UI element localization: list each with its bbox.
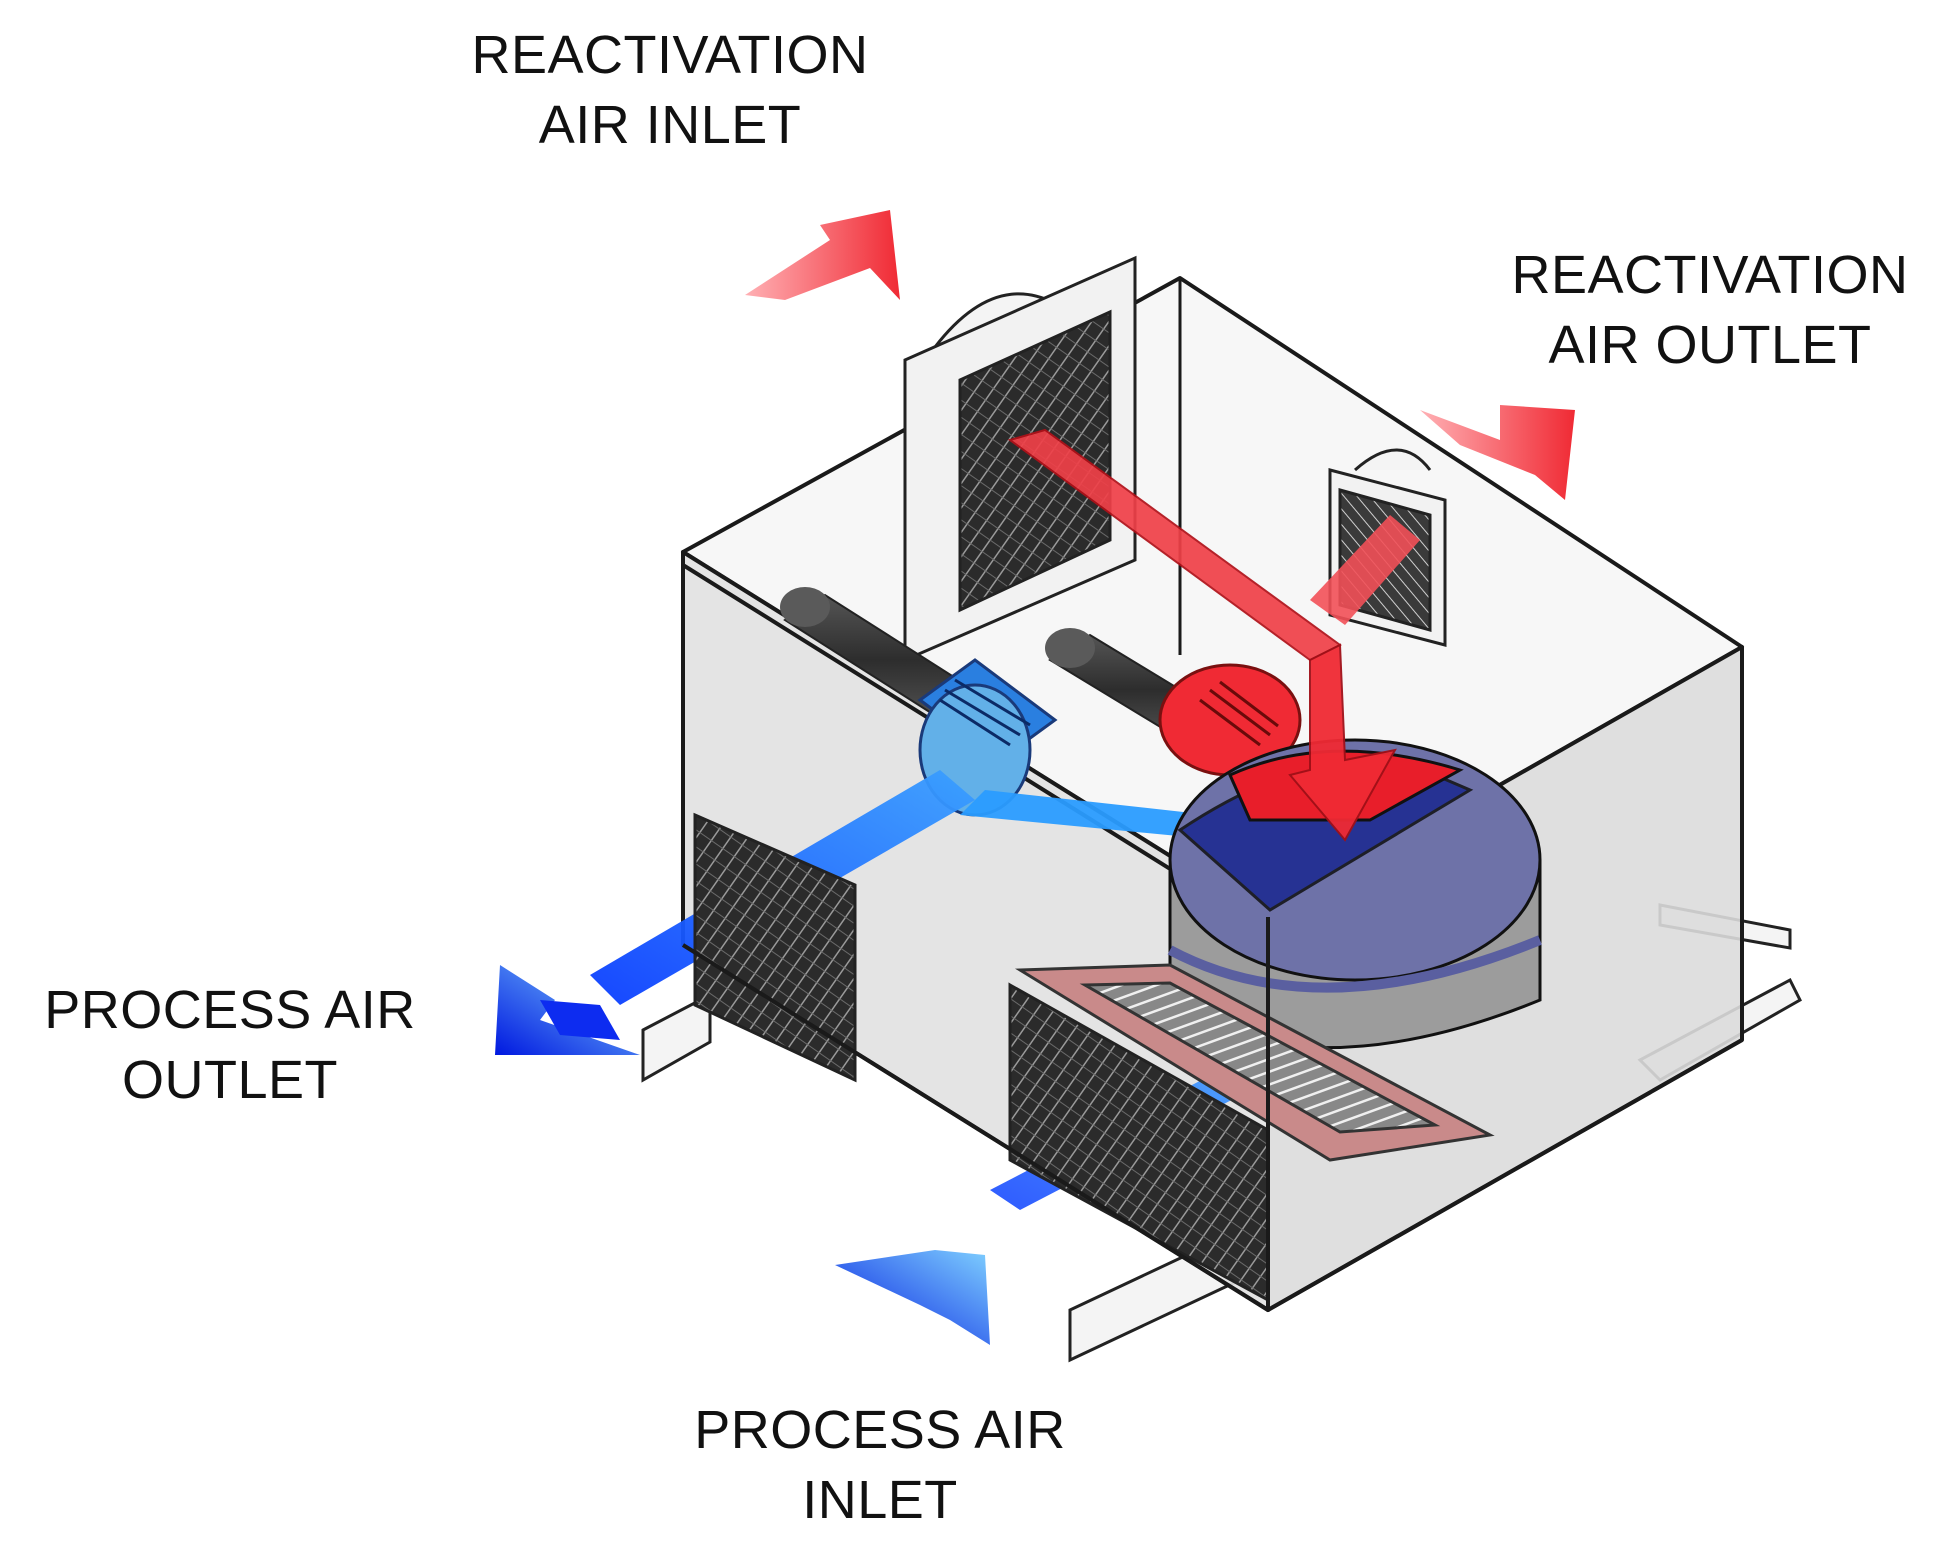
process-outlet-line2: OUTLET [121,1050,339,1110]
reactivation-air-inlet-label: REACTIVATION AIR INLET [440,20,900,160]
process-air-outlet-label: PROCESS AIR OUTLET [10,975,450,1115]
reactivation-air-path [1007,428,1420,842]
reactivation-inlet-filter [903,255,1137,663]
reactivation-air-outlet-label: REACTIVATION AIR OUTLET [1480,240,1940,380]
process-outlet-arrow [495,965,640,1055]
reactivation-inlet-line1: REACTIVATION [471,25,869,85]
reactivation-inlet-arrow [745,210,900,300]
process-outlet-line1: PROCESS AIR [44,980,416,1040]
desiccant-wheel [1167,738,1542,1050]
reactivation-outlet-arrow [1420,405,1575,500]
process-inlet-line2: INLET [802,1470,958,1530]
reactivation-inlet-line2: AIR INLET [538,95,802,155]
process-outlet-filter [693,812,857,1083]
reactivation-outlet-line1: REACTIVATION [1511,245,1909,305]
process-inlet-arrow [835,1250,990,1345]
process-air-inlet-label: PROCESS AIR INLET [660,1395,1100,1535]
heater [1014,963,1495,1162]
process-inlet-line1: PROCESS AIR [694,1400,1066,1460]
cabinet-edges [681,917,1743,1312]
reactivation-outlet-line2: AIR OUTLET [1548,315,1872,375]
